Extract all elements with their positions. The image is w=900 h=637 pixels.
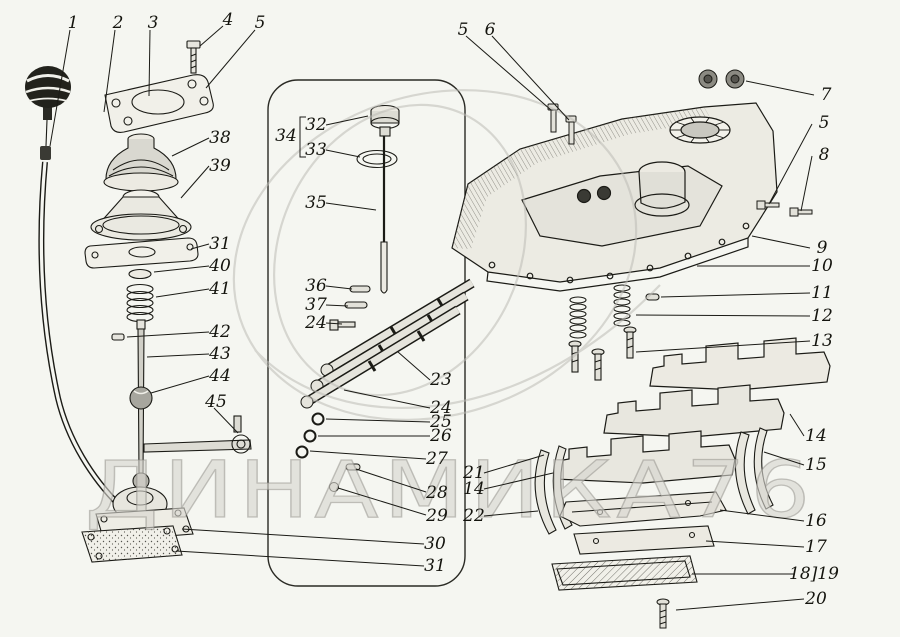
top-gasket-plate bbox=[104, 74, 214, 133]
fork-comb-15 bbox=[603, 384, 785, 438]
callout-label: 14 bbox=[805, 426, 827, 446]
callout-label: 5 bbox=[458, 20, 469, 40]
ring-27 bbox=[295, 445, 309, 459]
callout-label: 38 bbox=[209, 128, 231, 148]
pin-42 bbox=[111, 333, 125, 341]
callouts: 1 2 3 4 5 5 6 7 5 8 9 10 11 12 13 14 15 … bbox=[68, 10, 840, 609]
callout-label: 33 bbox=[305, 140, 327, 160]
side-bolts-5-8 bbox=[756, 200, 813, 217]
fork-prongs-left bbox=[534, 445, 573, 535]
callout-label: 3 bbox=[148, 13, 159, 33]
callout-label: 11 bbox=[811, 283, 833, 303]
lever-dome-cover-39 bbox=[90, 189, 192, 241]
cover-hole bbox=[576, 188, 592, 204]
spring-41 bbox=[126, 283, 154, 323]
watermark-logo bbox=[232, 89, 661, 421]
callout-label: 30 bbox=[424, 534, 446, 554]
callout-label: 25 bbox=[429, 412, 452, 432]
bracket-16 bbox=[559, 491, 727, 527]
callout-label: 31 bbox=[209, 234, 231, 254]
lever-shaft-43 bbox=[129, 319, 153, 490]
callout-label: 1 bbox=[68, 13, 79, 33]
bolt-20 bbox=[656, 598, 670, 629]
callout-label: 4 bbox=[222, 10, 234, 30]
bracket-34 bbox=[299, 116, 306, 158]
callout-label: 45 bbox=[204, 392, 227, 412]
callout-label: 5 bbox=[819, 113, 830, 133]
callout-label: 12 bbox=[811, 306, 833, 326]
arm-and-clamp-45 bbox=[143, 415, 252, 454]
callout-label: 23 bbox=[429, 370, 452, 390]
callout-label: 15 bbox=[805, 455, 827, 475]
transmission-cover bbox=[451, 102, 778, 292]
shift-lever-assembly bbox=[25, 40, 252, 563]
detent-spring-12 bbox=[569, 296, 587, 339]
callout-label: 41 bbox=[208, 279, 231, 299]
callout-label: 17 bbox=[805, 537, 827, 557]
detent-bolt-13c bbox=[623, 326, 637, 359]
bolt-4 bbox=[186, 40, 201, 74]
callout-label: 39 bbox=[209, 156, 231, 176]
callout-label: 29 bbox=[425, 506, 448, 526]
callout-label: 28 bbox=[425, 483, 448, 503]
plate-17 bbox=[573, 525, 715, 555]
callout-label: 37 bbox=[305, 295, 327, 315]
callout-label: 16 bbox=[805, 511, 827, 531]
dipstick-group bbox=[356, 104, 400, 294]
callout-label: 43 bbox=[208, 344, 231, 364]
callout-label: 36 bbox=[305, 276, 327, 296]
callout-label: 21 bbox=[462, 463, 485, 483]
cover-hole bbox=[596, 185, 612, 201]
callout-label: 20 bbox=[804, 589, 827, 609]
spring-seat-40 bbox=[128, 268, 152, 280]
callout-label: 18]19 bbox=[789, 564, 839, 584]
small-pins-36-37-24 bbox=[329, 285, 371, 331]
gasket-18-19 bbox=[551, 555, 698, 591]
callout-label: 13 bbox=[811, 331, 833, 351]
callout-label: 9 bbox=[817, 238, 828, 258]
callout-label: 24 bbox=[304, 313, 327, 333]
callout-label: 26 bbox=[429, 426, 452, 446]
callout-label: 44 bbox=[208, 366, 231, 386]
fork-prongs-right bbox=[734, 427, 774, 515]
lock-ball-29 bbox=[329, 482, 339, 492]
detent-bolt-13b bbox=[591, 348, 605, 381]
callout-label: 35 bbox=[305, 193, 327, 213]
shift-knob bbox=[25, 66, 71, 160]
callout-label: 22 bbox=[462, 506, 485, 526]
callout-label: 7 bbox=[821, 85, 832, 105]
callout-label: 27 bbox=[425, 449, 448, 469]
lever-ball-44 bbox=[129, 386, 153, 410]
callout-label: 42 bbox=[208, 322, 231, 342]
callout-label: 31 bbox=[424, 556, 446, 576]
cover-bolt-holes bbox=[488, 222, 750, 284]
ring-26 bbox=[303, 429, 317, 443]
inset-panel-border bbox=[267, 79, 466, 587]
callout-label: 8 bbox=[819, 145, 830, 165]
callout-label: 14 bbox=[463, 479, 485, 499]
rubber-boot-38 bbox=[103, 133, 179, 192]
o-ring-33 bbox=[356, 149, 398, 169]
shift-rail-1 bbox=[320, 278, 475, 377]
leader-lines bbox=[49, 25, 815, 611]
lower-gasket-31 bbox=[81, 525, 183, 563]
callout-label: 40 bbox=[208, 256, 231, 276]
callout-label: 5 bbox=[255, 13, 266, 33]
gasket-plate-31-upper bbox=[84, 237, 199, 269]
callout-label: 6 bbox=[485, 20, 496, 40]
ring-25 bbox=[311, 412, 325, 426]
lock-pin-28 bbox=[345, 463, 361, 471]
watermark-text: ДИНАМИКА76 bbox=[85, 446, 815, 536]
filler-caps-7 bbox=[698, 69, 745, 89]
callout-label: 2 bbox=[112, 13, 124, 33]
callout-label: 32 bbox=[305, 115, 327, 135]
callout-label: 10 bbox=[811, 256, 833, 276]
callout-label: 24 bbox=[429, 398, 452, 418]
callout-label: 34 bbox=[275, 126, 297, 146]
